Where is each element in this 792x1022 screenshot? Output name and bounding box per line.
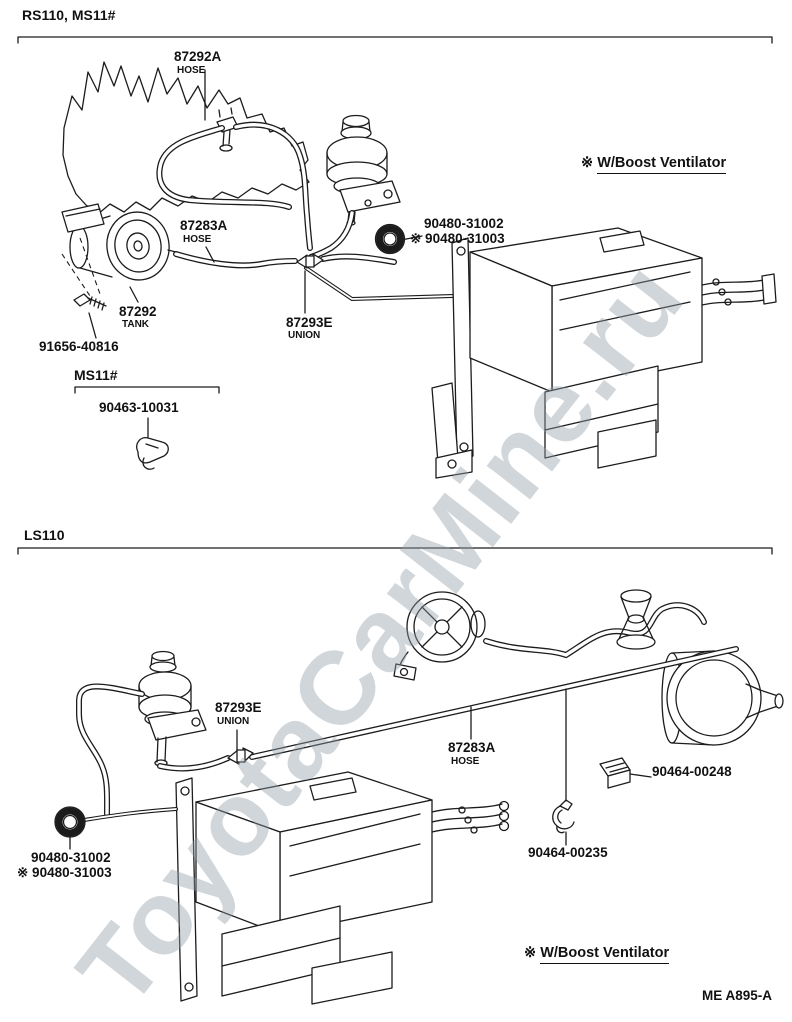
union-fitting-top (297, 254, 323, 268)
pipe-to-heater-bottom (82, 807, 178, 822)
label-87283a-bottom-sub: HOSE (451, 756, 480, 767)
section-bracket-bottom (18, 548, 772, 554)
heater-unit-bottom (176, 772, 509, 1004)
label-87293e-bottom-part: 87293E (215, 700, 262, 715)
label-87293e-bottom-sub: UNION (217, 716, 250, 727)
label-90463: 90463-10031 (99, 400, 179, 415)
section-title-top: RS110, MS11# (22, 7, 116, 23)
label-grommet-top-2: ※ 90480-31003 (410, 231, 505, 246)
label-87283a-top-sub: HOSE (183, 234, 212, 245)
label-grommet-bottom-1: 90480-31002 (31, 850, 111, 865)
label-87292a-part: 87292A (174, 49, 222, 64)
grommet-bottom (55, 807, 85, 837)
label-87292-part: 87292 (119, 304, 157, 319)
boost-text-top: W/Boost Ventilator (597, 155, 727, 174)
label-87292a-sub: HOSE (177, 65, 206, 76)
boost-text-bottom: W/Boost Ventilator (540, 945, 670, 964)
label-91656: 91656-40816 (39, 339, 119, 354)
section-title-bottom: LS110 (24, 527, 65, 543)
engine-outline (63, 62, 309, 214)
label-87283a-top-part: 87283A (180, 218, 228, 233)
boost-note-top: ※ W/Boost Ventilator (581, 155, 727, 174)
label-87293e-top-sub: UNION (288, 330, 321, 341)
pipe-to-heater-top (304, 266, 454, 301)
boost-prefix-bottom: ※ (524, 945, 537, 961)
vapor-tank (62, 204, 176, 296)
label-grommet-top-1: 90480-31002 (424, 216, 504, 231)
label-90464-00235: 90464-00235 (528, 845, 608, 860)
clamp-90463 (137, 438, 169, 470)
section-bracket-top (18, 37, 772, 43)
booster-hose (486, 605, 704, 655)
boost-note-bottom: ※ W/Boost Ventilator (524, 945, 670, 964)
grommet-top (376, 225, 405, 254)
air-pump (139, 652, 206, 767)
blower-motor (394, 592, 485, 680)
label-90464-00248: 90464-00248 (652, 764, 732, 779)
leader-lines (70, 70, 651, 849)
label-87293e-top-part: 87293E (286, 315, 333, 330)
footer-code: ME A895-A (702, 988, 773, 1003)
label-87292-sub: TANK (122, 319, 150, 330)
clip-90464-00235 (553, 800, 574, 833)
label-87283a-bottom-part: 87283A (448, 740, 496, 755)
vacuum-valve (327, 116, 400, 226)
brake-booster (617, 590, 783, 745)
ms11-subtitle: MS11# (74, 367, 118, 383)
clip-90464-00248 (600, 758, 630, 788)
union-fitting-bottom (228, 748, 253, 764)
screw-91656 (74, 294, 106, 310)
heater-unit-top (432, 228, 776, 478)
boost-prefix-top: ※ (581, 155, 594, 171)
label-grommet-bottom-2: ※ 90480-31003 (17, 865, 112, 880)
